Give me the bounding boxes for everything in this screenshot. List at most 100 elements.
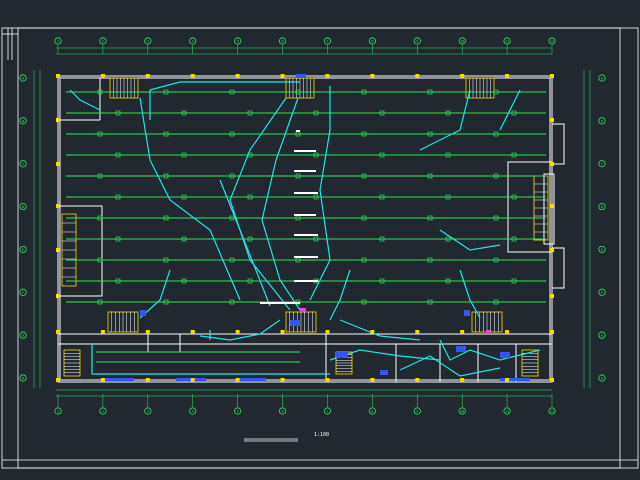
- fluorescent-lamp-icon: [361, 215, 367, 221]
- fluorescent-lamp-icon: [295, 173, 301, 179]
- column-marker: [550, 74, 554, 78]
- column-marker: [325, 378, 330, 382]
- grid-bubble-icon: D: [598, 202, 606, 211]
- column-marker: [505, 74, 510, 78]
- fluorescent-lamp-icon: [313, 152, 319, 158]
- grid-row-label: B: [22, 119, 24, 123]
- fluorescent-lamp-icon: [229, 173, 235, 179]
- column-marker: [370, 330, 375, 334]
- fluorescent-lamp-icon: [511, 236, 517, 242]
- column-marker: [190, 74, 195, 78]
- fluorescent-lamp-icon: [115, 152, 121, 158]
- grid-bubble-icon: D: [19, 202, 27, 211]
- fluorescent-lamp-icon: [97, 215, 103, 221]
- fluorescent-lamp-icon: [445, 152, 451, 158]
- grid-bubble-icon: 1: [54, 37, 62, 45]
- grid-column-label: 6: [281, 410, 283, 414]
- grid-bubble-icon: 6: [278, 37, 287, 45]
- fluorescent-lamp-icon: [445, 110, 451, 116]
- grid-bubble-icon: 11: [503, 407, 511, 415]
- fluorescent-lamp-icon: [361, 89, 367, 95]
- column-marker: [325, 330, 330, 334]
- grid-row-label: A: [601, 77, 604, 81]
- stair-icon: [63, 349, 81, 377]
- fluorescent-lamp-icon: [511, 152, 517, 158]
- fluorescent-lamp-icon: [493, 299, 499, 305]
- grid-column-label: 11: [505, 40, 509, 44]
- column-marker: [235, 74, 240, 78]
- grid-bubble-icon: 9: [413, 407, 421, 415]
- column-marker: [56, 118, 60, 122]
- circuit-tags: [260, 130, 318, 304]
- grid-row-label: E: [601, 248, 603, 252]
- stair-icon: [109, 77, 139, 99]
- fluorescent-lamp-icon: [97, 89, 103, 95]
- fluorescent-lamp-icon: [163, 89, 169, 95]
- fluorescent-lamp-icon: [313, 110, 319, 116]
- fluorescent-lamp-icon: [445, 194, 451, 200]
- fluorescent-lamp-icon: [181, 110, 187, 116]
- fluorescent-lamp-icon: [361, 131, 367, 137]
- distribution-panel-icon: [104, 74, 530, 381]
- grid-bubble-icon: G: [19, 331, 27, 339]
- grid-bubble-icon: 10: [458, 407, 466, 415]
- column-marker: [100, 330, 105, 334]
- fluorescent-lamp-icon: [163, 299, 169, 305]
- grid-row-label: A: [22, 77, 25, 81]
- grid-bubble-icon: H: [598, 374, 606, 382]
- grid-bubble-icon: 11: [503, 37, 511, 45]
- column-marker: [100, 74, 105, 78]
- grid-bubble-icon: A: [19, 74, 27, 82]
- column-marker: [370, 74, 375, 78]
- grid-bubble-icon: 8: [368, 37, 376, 45]
- grid-bubble-icon: 10: [458, 37, 466, 45]
- column-marker: [56, 162, 60, 166]
- fluorescent-lamp-icon: [511, 110, 517, 116]
- drawing-title-underline: [244, 438, 298, 442]
- stair-icon: [61, 213, 77, 287]
- fluorescent-lamp-icon: [379, 236, 385, 242]
- column-marker: [550, 248, 554, 252]
- column-marker: [56, 378, 60, 382]
- grid-column-label: 12: [550, 40, 554, 44]
- structural-columns: [56, 74, 554, 382]
- fluorescent-lamp-icon: [511, 278, 517, 284]
- fluorescent-lamp-icon: [97, 173, 103, 179]
- fluorescent-lamp-icon: [163, 257, 169, 263]
- column-marker: [505, 378, 510, 382]
- grid-bubble-icon: A: [598, 74, 606, 82]
- grid-row-label: G: [601, 334, 603, 338]
- grid-bubble-icon: B: [598, 117, 606, 125]
- fluorescent-lamp-icon: [115, 236, 121, 242]
- fluorescent-lamp-icon: [163, 131, 169, 137]
- grid-row-label: F: [22, 291, 24, 295]
- grid-column-label: 7: [326, 40, 328, 44]
- column-marker: [460, 74, 465, 78]
- column-marker: [190, 330, 195, 334]
- stair-icon: [521, 349, 539, 377]
- fluorescent-lamp-icon: [229, 131, 235, 137]
- column-marker: [235, 378, 240, 382]
- building-walls: [57, 75, 565, 383]
- grid-row-label: G: [22, 334, 24, 338]
- fluorescent-lamp-icon: [229, 299, 235, 305]
- grid-bubble-icon: 4: [189, 407, 197, 415]
- grid-bubble-icon: 4: [189, 37, 197, 45]
- grid-column-label: 5: [237, 40, 239, 44]
- grid-bubble-icon: E: [598, 245, 606, 254]
- fluorescent-lamp-icon: [361, 299, 367, 305]
- fluorescent-lamp-icon: [493, 257, 499, 263]
- fluorescent-lamp-icon: [295, 89, 301, 95]
- grid-column-label: 9: [416, 410, 418, 414]
- grid-bubble-icon: 6: [278, 407, 287, 415]
- fluorescent-lamp-icon: [427, 257, 433, 263]
- column-marker: [235, 330, 240, 334]
- fluorescent-lamp-icon: [247, 110, 253, 116]
- grid-bubble-icon: 5: [234, 37, 242, 45]
- fluorescent-lamp-icon: [163, 215, 169, 221]
- stair-icon: [533, 175, 549, 241]
- grid-bubble-icon: 7: [323, 37, 332, 45]
- grid-column-label: 2: [102, 410, 104, 414]
- grid-bubble-icon: 12: [548, 407, 556, 415]
